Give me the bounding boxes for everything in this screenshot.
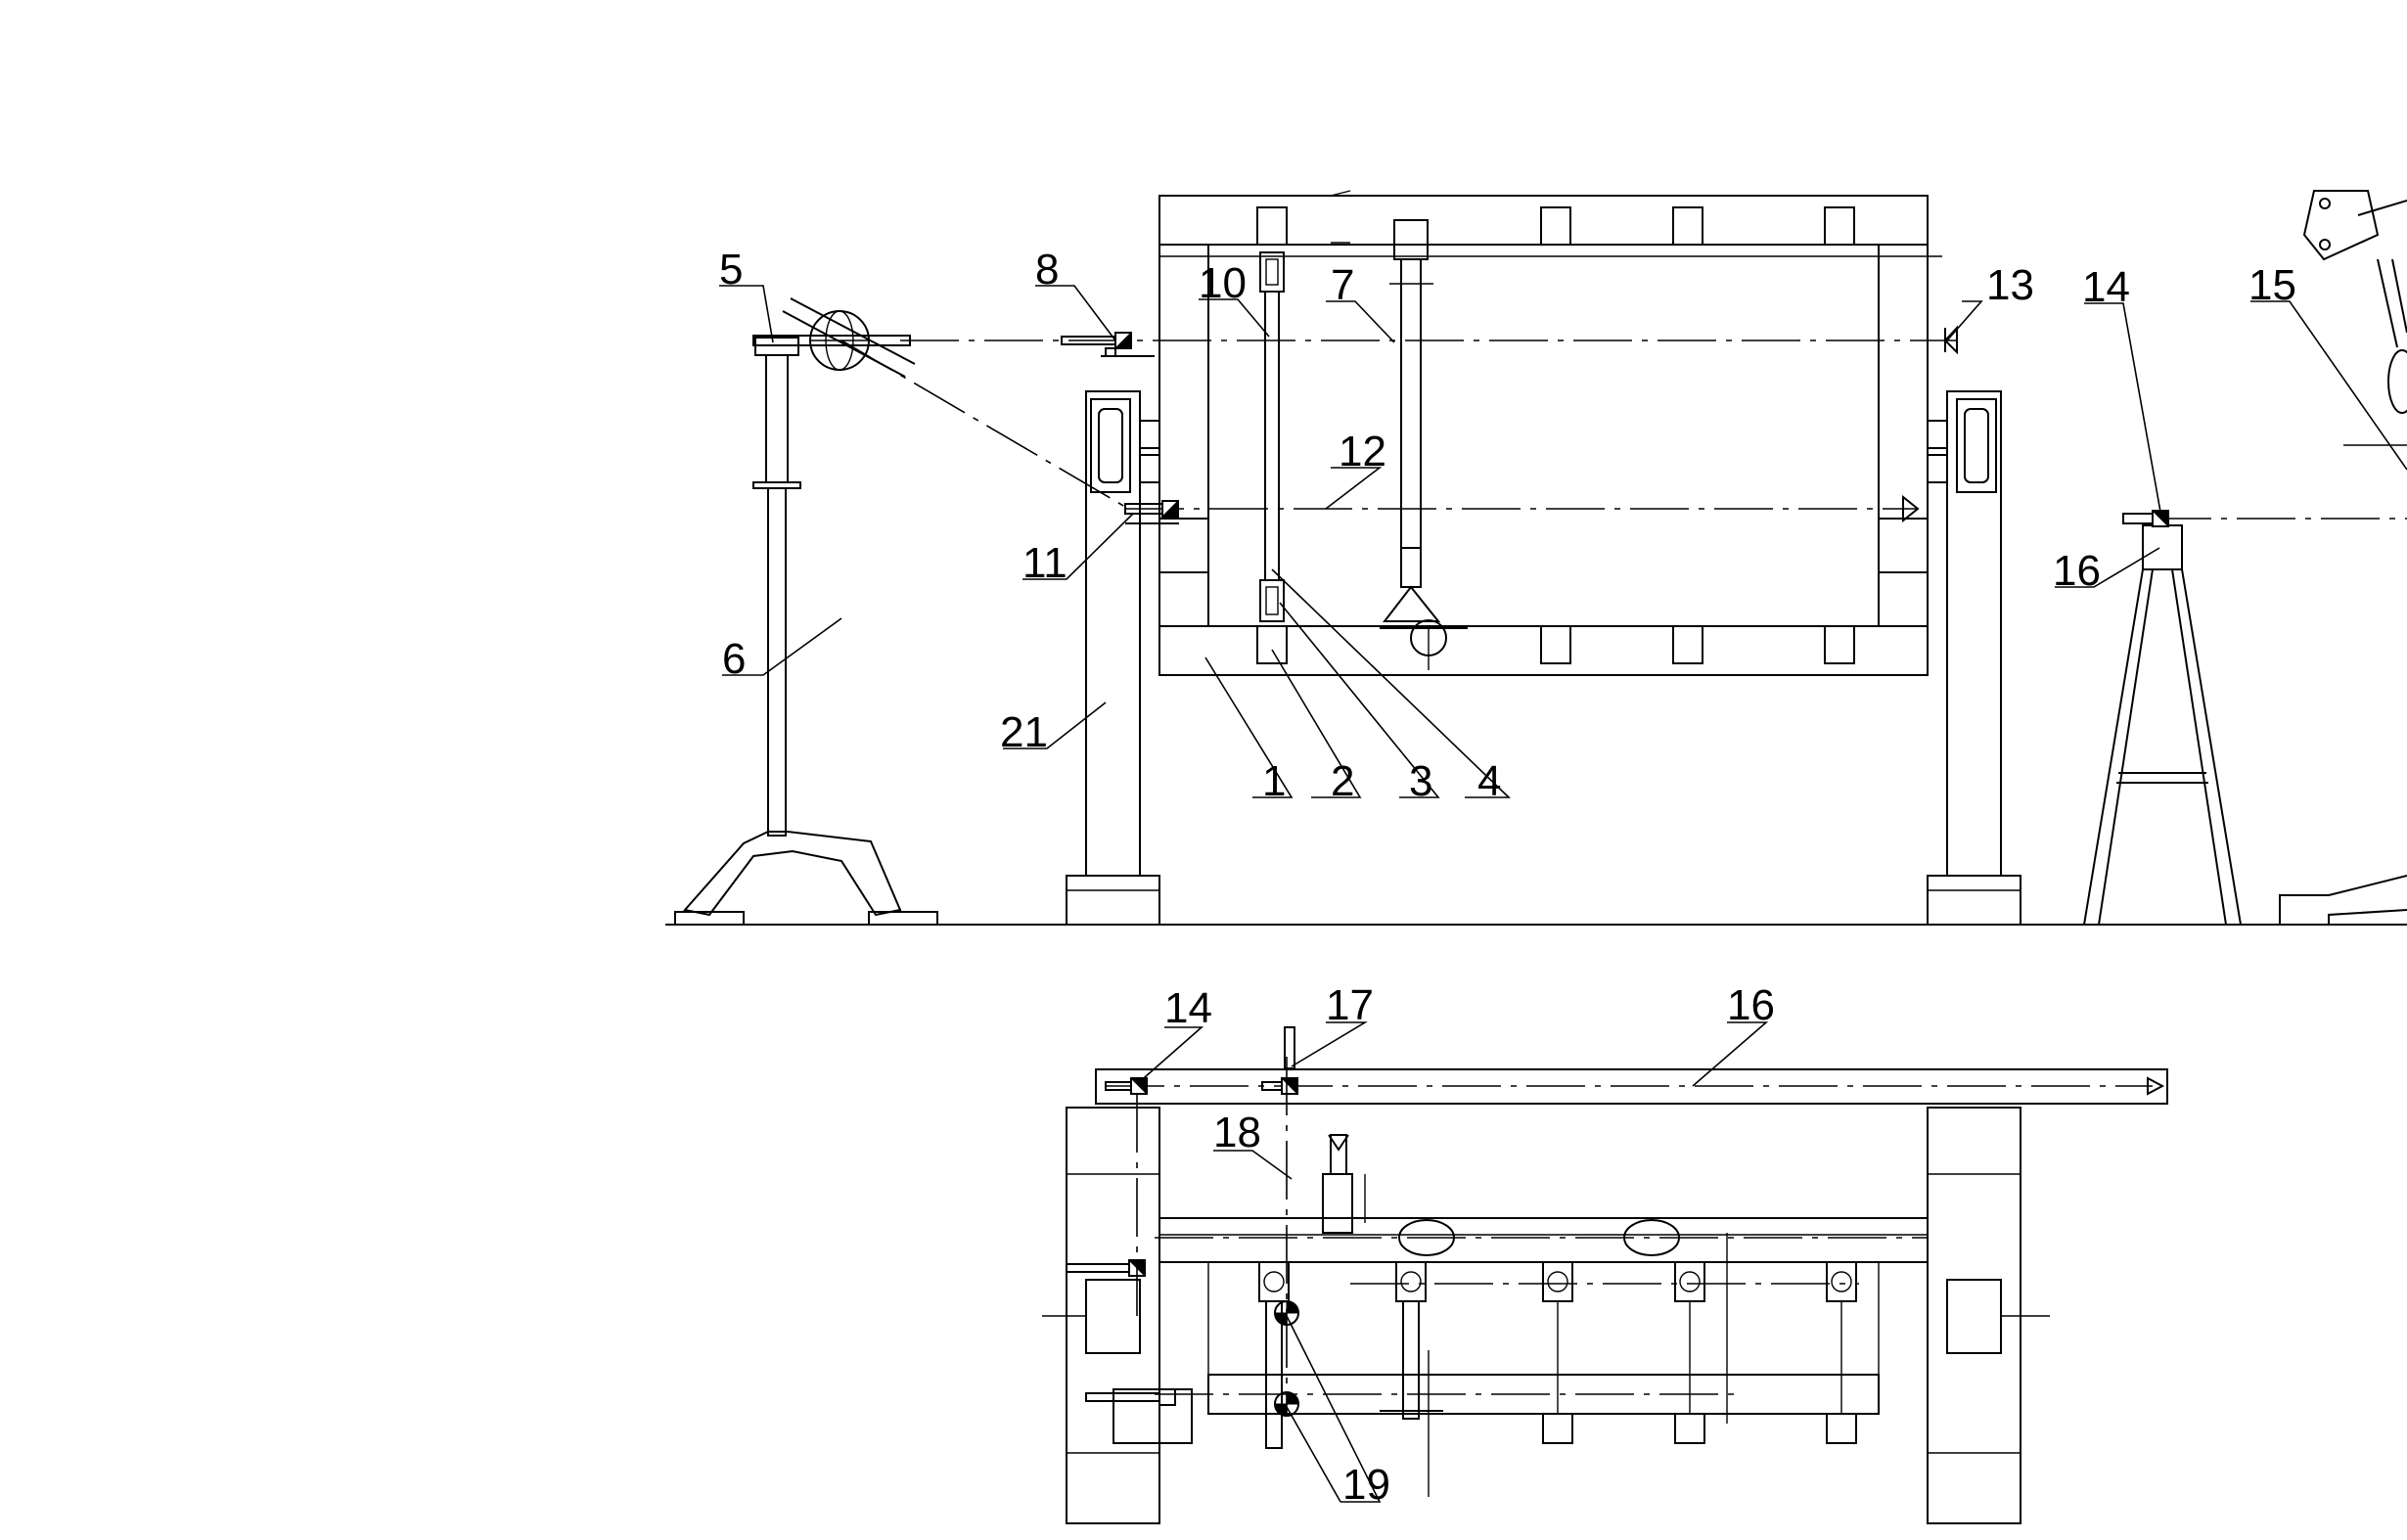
label-6: 6 [722, 635, 746, 683]
rods-plan [1265, 1300, 1443, 1497]
target-13 [1943, 325, 1958, 355]
label-5: 5 [719, 246, 743, 294]
label-10: 10 [1199, 259, 1247, 307]
laser-emitter-plan-lower [1085, 1388, 1176, 1406]
rod-10-assembly [1259, 251, 1285, 622]
label-16-plan: 16 [1727, 981, 1775, 1029]
leaders-front [719, 285, 2407, 798]
beam-line-diagonal [840, 340, 1126, 508]
support-column-right [1927, 390, 2021, 926]
label-19: 19 [1342, 1461, 1390, 1509]
label-8: 8 [1035, 246, 1059, 294]
label-18: 18 [1213, 1109, 1261, 1156]
front-elevation-view: 5 8 10 7 12 11 6 21 1 2 3 4 13 14 15 16 [665, 190, 2407, 926]
left-base-plan [1042, 1107, 1193, 1524]
target-middle [1902, 494, 1920, 523]
label-4: 4 [1477, 757, 1501, 805]
support-column-left-21 [1066, 390, 1160, 926]
laser-emitter-14-plan [1105, 1077, 1148, 1096]
label-16-top: 16 [2053, 547, 2101, 595]
label-11: 11 [1022, 539, 1067, 587]
targets-19 [1274, 1300, 1299, 1417]
label-2: 2 [1331, 757, 1354, 805]
rod-7-assembly [1380, 219, 1468, 670]
label-15: 15 [2248, 261, 2296, 309]
frame-rails-plan [1155, 1217, 1929, 1424]
fixture-18 [1286, 1057, 1366, 1414]
label-17: 17 [1326, 981, 1374, 1029]
laser-emitter-8 [1061, 331, 1155, 357]
laser-emitter-11 [1124, 499, 1179, 524]
tripod-16 [2083, 524, 2242, 926]
laser-emitter-17-plan [1261, 1026, 1298, 1096]
plan-view: 14 17 16 18 19 [1042, 981, 2168, 1524]
label-13: 13 [1986, 261, 2034, 309]
laser-emitter-plan-left [1066, 1094, 1146, 1316]
laser-emitter-14-top [2122, 510, 2169, 528]
machine-15 [2279, 190, 2407, 925]
clamps-bottom-row [1542, 1301, 1857, 1444]
right-base-plan [1927, 1107, 2050, 1524]
label-7: 7 [1331, 261, 1354, 309]
label-3: 3 [1409, 757, 1432, 805]
stand-6 [674, 337, 938, 926]
label-14-top: 14 [2082, 263, 2130, 311]
label-21: 21 [1000, 708, 1048, 756]
clamps-top-row [1258, 1261, 1857, 1302]
label-12: 12 [1339, 428, 1386, 476]
beam-16-plan [1095, 1068, 2168, 1105]
main-frame-1 [1158, 190, 1942, 676]
label-1: 1 [1262, 757, 1286, 805]
leaders-plan [1136, 1021, 1769, 1503]
label-14-plan: 14 [1164, 984, 1212, 1032]
